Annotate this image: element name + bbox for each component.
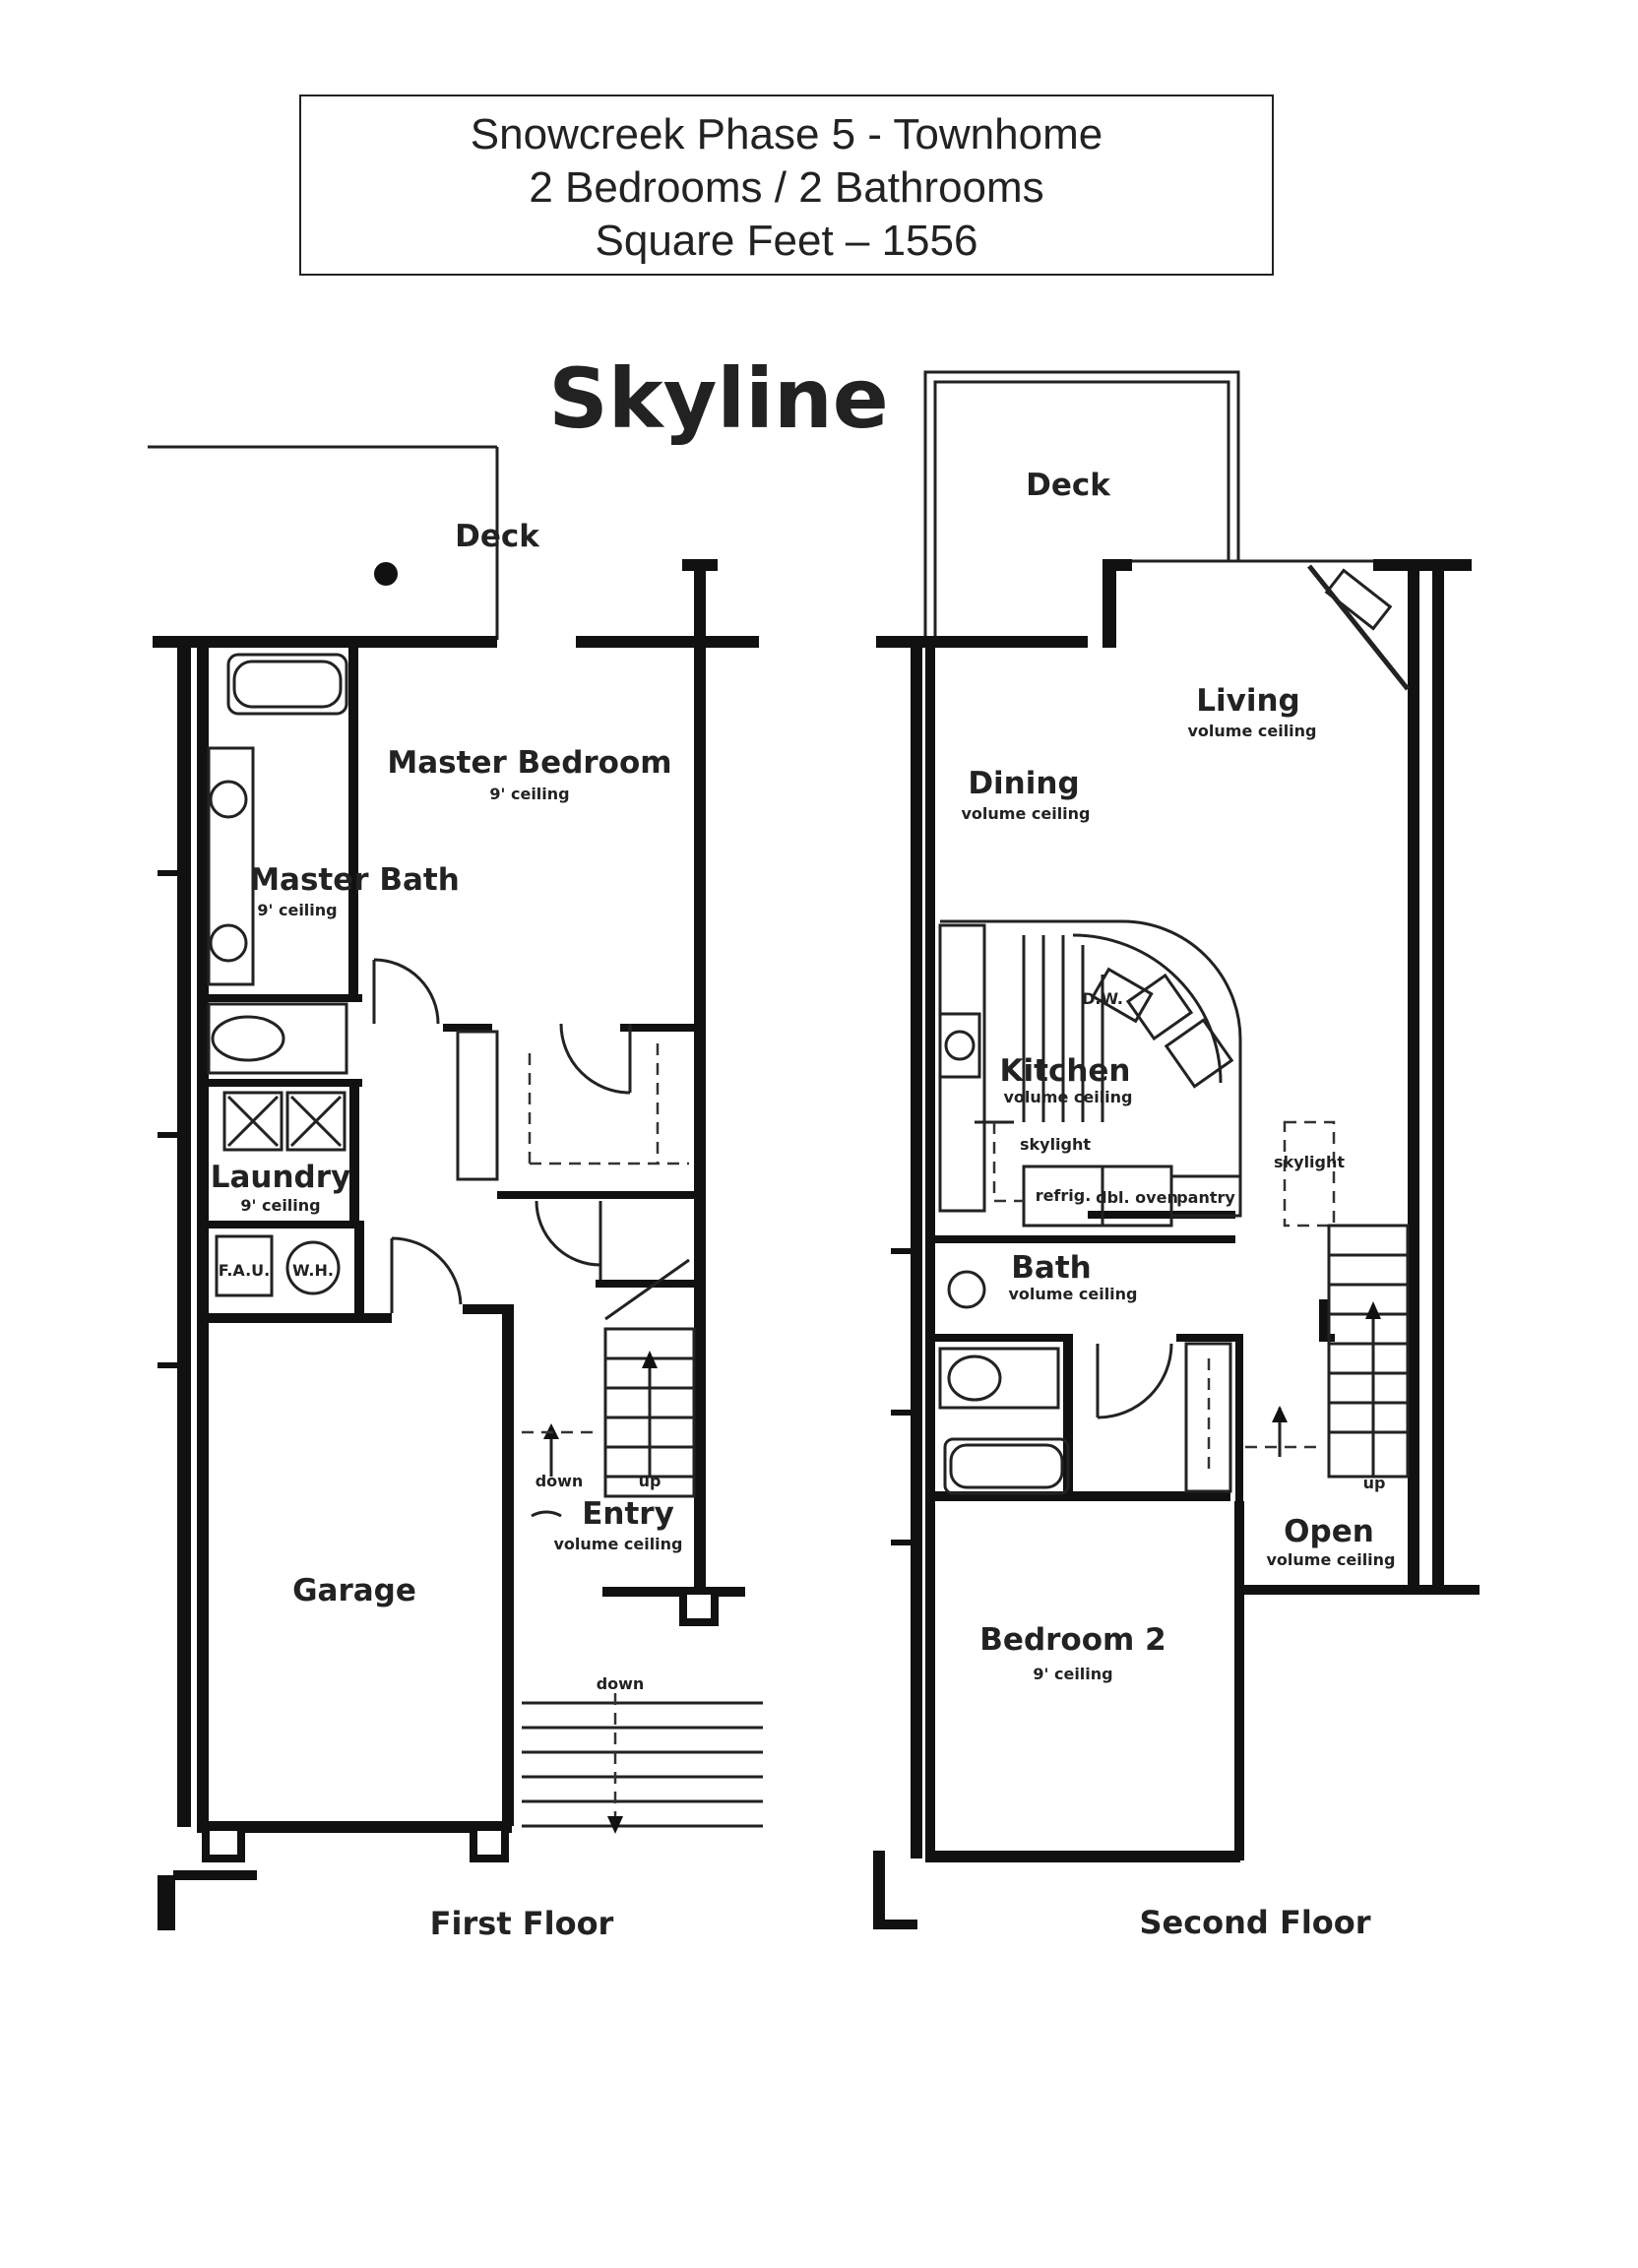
second-bath-fixtures [938,1270,1070,1495]
header-square-feet: Square Feet – 1556 [595,217,978,265]
kitchen-skylight-label: skylight [1020,1135,1091,1154]
open-note: volume ceiling [1266,1550,1395,1569]
second-floor-deck-outline [923,370,1378,645]
skylight-box [1283,1120,1336,1228]
fau-label: F.A.U. [219,1261,270,1280]
open-label: Open [1284,1514,1374,1549]
first-floor-label: First Floor [430,1905,614,1942]
first-floor-plan: Deck Master Bedroom 9' ceiling Master Ba… [148,445,763,1942]
garage-label: Garage [292,1573,416,1608]
exterior-stairs [522,1693,763,1834]
entry-label: Entry [582,1496,674,1532]
dining-note: volume ceiling [961,804,1090,823]
living-note: volume ceiling [1187,722,1316,740]
header-title: Snowcreek Phase 5 - Townhome [470,110,1103,158]
second-floor-label: Second Floor [1139,1904,1370,1941]
second-stair-up-label: up [1363,1474,1386,1492]
bath-label: Bath [1011,1250,1091,1286]
second-floor-stairs [1245,1224,1410,1479]
bath-note: volume ceiling [1008,1285,1137,1303]
master-bath-fixtures [207,653,348,1075]
pantry-label: pantry [1176,1188,1235,1207]
header-box: Snowcreek Phase 5 - Townhome 2 Bedrooms … [299,94,1274,276]
dining-label: Dining [968,766,1079,801]
kitchen-counters [938,919,1242,1228]
first-floor-walls [153,559,759,1930]
wh-label: W.H. [292,1261,334,1280]
second-floor-walls [873,559,1480,1929]
dishwasher-label: D.W. [1082,989,1123,1008]
master-bath-note: 9' ceiling [257,901,337,919]
first-deck-label: Deck [455,519,540,554]
second-deck-label: Deck [1026,468,1111,503]
garage-posts [202,1823,509,1862]
plan-title: Skyline [548,350,889,447]
second-floor-tick-marks [891,1248,913,1545]
living-label: Living [1196,683,1299,719]
second-floor-doors [1096,1342,1232,1493]
first-stair-down-label: down [536,1472,584,1490]
kitchen-note: volume ceiling [1003,1088,1132,1106]
laundry-fixtures [215,1091,346,1297]
bedroom2-label: Bedroom 2 [979,1622,1166,1658]
laundry-note: 9' ceiling [240,1196,320,1215]
living-fireplace [1307,564,1410,691]
first-floor-deck-outline [148,445,499,640]
first-stair-up-label: up [639,1472,662,1490]
second-floor-plan: Deck Living volume ceiling Dining volume… [873,370,1480,1941]
exterior-stair-down-label: down [597,1674,645,1693]
master-bath-label: Master Bath [249,862,460,898]
master-bedroom-label: Master Bedroom [387,745,671,781]
laundry-label: Laundry [211,1160,351,1195]
header-rooms: 2 Bedrooms / 2 Bathrooms [529,163,1044,212]
master-bedroom-note: 9' ceiling [489,785,569,803]
first-floor-doors [372,958,632,1518]
double-oven-label: dbl. oven [1096,1188,1178,1207]
entry-note: volume ceiling [553,1535,682,1553]
first-floor-tick-marks [158,870,179,1368]
closet-shelving [456,1030,689,1181]
kitchen-label: Kitchen [999,1053,1130,1089]
bedroom2-note: 9' ceiling [1033,1665,1112,1683]
first-floor-stairs [522,1258,696,1498]
refrigerator-label: refrig. [1036,1186,1092,1205]
stair-skylight-label: skylight [1274,1153,1345,1171]
